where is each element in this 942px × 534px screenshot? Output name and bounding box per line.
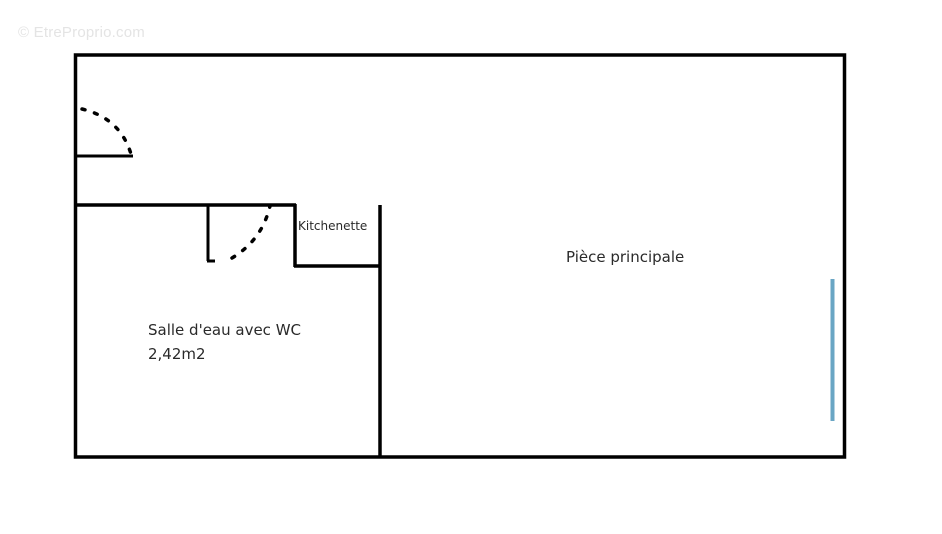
watermark: © EtreProprio.com (18, 24, 145, 41)
main-room-label: Pièce principale (566, 248, 685, 266)
bathroom-area: 2,42m2 (148, 345, 206, 363)
bathroom-door-swing-icon (230, 204, 272, 260)
entry-door-swing-icon (80, 107, 133, 156)
outer-walls (73, 53, 847, 459)
kitchenette-label: Kitchenette (298, 219, 368, 233)
bathroom-label: Salle d'eau avec WC (148, 321, 302, 339)
bathroom-label-block: Salle d'eau avec WC 2,42m2 (148, 318, 301, 366)
